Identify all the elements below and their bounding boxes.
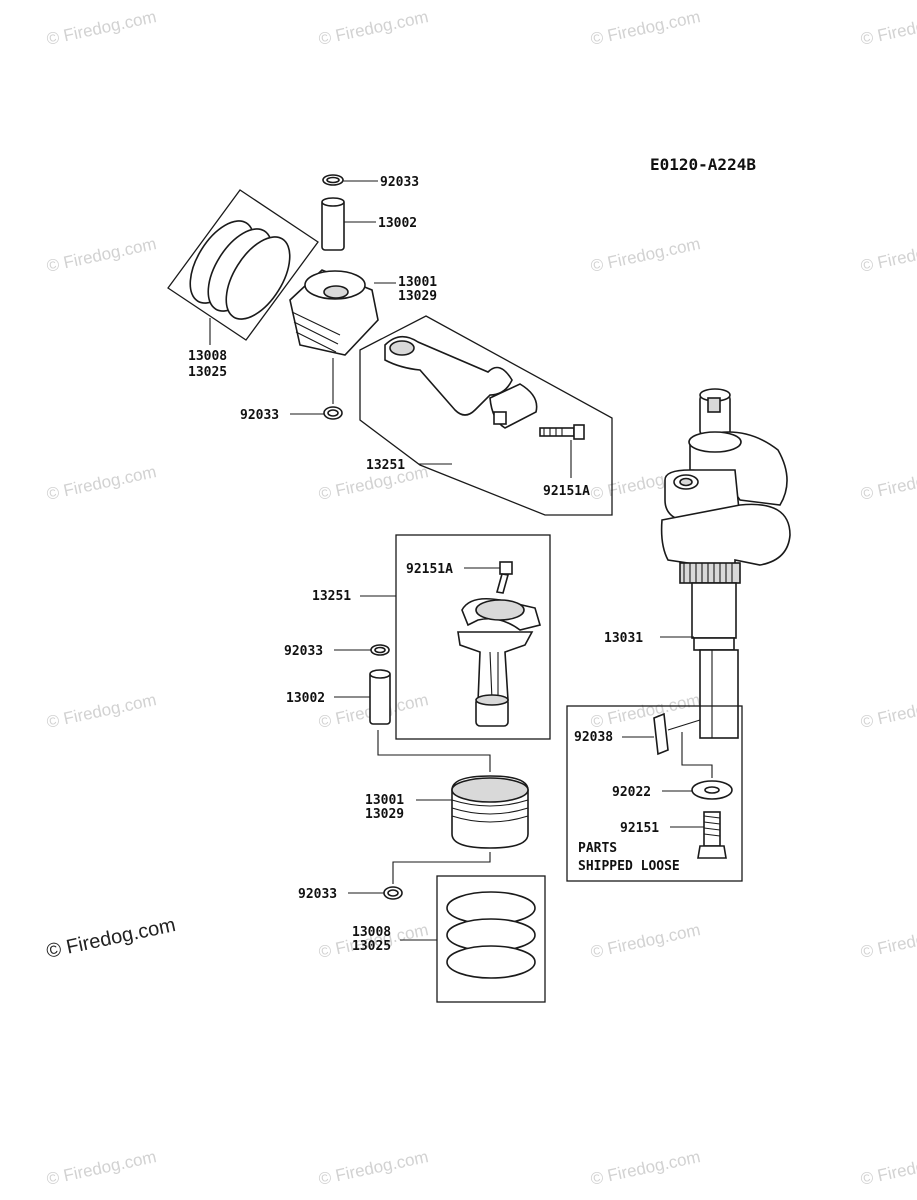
crankshaft[interactable]	[660, 388, 791, 739]
watermark: © Firedog.com	[859, 462, 917, 504]
circlip-mid[interactable]	[370, 644, 390, 656]
watermark: © Firedog.com	[589, 1147, 702, 1189]
leader-line	[667, 719, 701, 731]
watermark: © Firedog.com	[589, 690, 702, 732]
part-number-13008: 13008	[188, 349, 227, 364]
part-number-13029: 13029	[398, 289, 437, 304]
part-number-92151a: 92151A	[543, 484, 590, 499]
watermark: © Firedog.com	[317, 7, 430, 49]
connecting-rod-top[interactable]	[384, 335, 538, 429]
connecting-rod-mid[interactable]	[457, 597, 542, 727]
watermark: © Firedog.com	[859, 1147, 917, 1189]
rod-box-mid	[395, 534, 551, 740]
part-number-13251: 13251	[312, 589, 351, 604]
piston-rings-low[interactable]	[446, 891, 536, 979]
watermark: © Firedog.com	[45, 1147, 158, 1189]
key-92038[interactable]	[653, 712, 669, 756]
part-number-13025: 13025	[352, 939, 391, 954]
part-number-92033: 92033	[298, 887, 337, 902]
rings-box-low	[436, 875, 546, 1003]
part-number-92033: 92033	[284, 644, 323, 659]
part-number-92151: 92151	[620, 821, 659, 836]
watermark: © Firedog.com	[859, 690, 917, 732]
loose-parts-box	[566, 705, 743, 882]
part-number-92022: 92022	[612, 785, 651, 800]
watermark: © Firedog.com	[45, 690, 158, 732]
watermark: © Firedog.com	[589, 7, 702, 49]
part-number-92151a: 92151A	[406, 562, 453, 577]
rod-bolt-mid[interactable]	[495, 561, 513, 594]
part-number-13001: 13001	[398, 275, 437, 290]
watermark-main: © Firedog.com	[44, 914, 177, 963]
part-number-13001: 13001	[365, 793, 404, 808]
piston-rings-top[interactable]	[177, 210, 302, 329]
leader-line	[377, 730, 491, 772]
part-number-13029: 13029	[365, 807, 404, 822]
watermark: © Firedog.com	[589, 234, 702, 276]
circlip-low[interactable]	[383, 886, 403, 900]
piston-pin-top[interactable]	[321, 197, 345, 251]
part-number-92033: 92033	[240, 408, 279, 423]
piston-top[interactable]	[289, 269, 379, 356]
watermark: © Firedog.com	[45, 7, 158, 49]
loose-parts-note-line2: SHIPPED LOOSE	[578, 859, 680, 874]
part-number-13251: 13251	[366, 458, 405, 473]
watermark: © Firedog.com	[45, 462, 158, 504]
part-number-92038: 92038	[574, 730, 613, 745]
leader-line	[681, 732, 713, 778]
loose-parts-note-line1: PARTS	[578, 841, 617, 856]
part-number-92033: 92033	[380, 175, 419, 190]
leader-line	[392, 852, 491, 884]
watermark: © Firedog.com	[45, 234, 158, 276]
watermark: © Firedog.com	[859, 920, 917, 962]
watermark: © Firedog.com	[317, 1147, 430, 1189]
watermark: © Firedog.com	[859, 7, 917, 49]
rod-box-top	[359, 315, 613, 516]
rod-bolt-top[interactable]	[539, 424, 585, 440]
circlip-top-lower[interactable]	[323, 406, 343, 420]
watermark-layer: © Firedog.com © Firedog.com © Firedog.co…	[44, 7, 917, 1189]
watermark: © Firedog.com	[859, 234, 917, 276]
piston-pin-mid[interactable]	[369, 669, 391, 725]
bolt-92151[interactable]	[697, 811, 727, 859]
rings-box-top	[167, 189, 319, 341]
part-number-13025: 13025	[188, 365, 227, 380]
part-number-13031: 13031	[604, 631, 643, 646]
circlip-top[interactable]	[322, 174, 344, 186]
piston-mid[interactable]	[451, 775, 529, 849]
diagram-code: E0120-A224B	[650, 155, 756, 174]
part-number-13002: 13002	[378, 216, 417, 231]
part-number-13002: 13002	[286, 691, 325, 706]
part-number-13008: 13008	[352, 925, 391, 940]
washer-92022[interactable]	[691, 780, 733, 800]
watermark: © Firedog.com	[589, 920, 702, 962]
